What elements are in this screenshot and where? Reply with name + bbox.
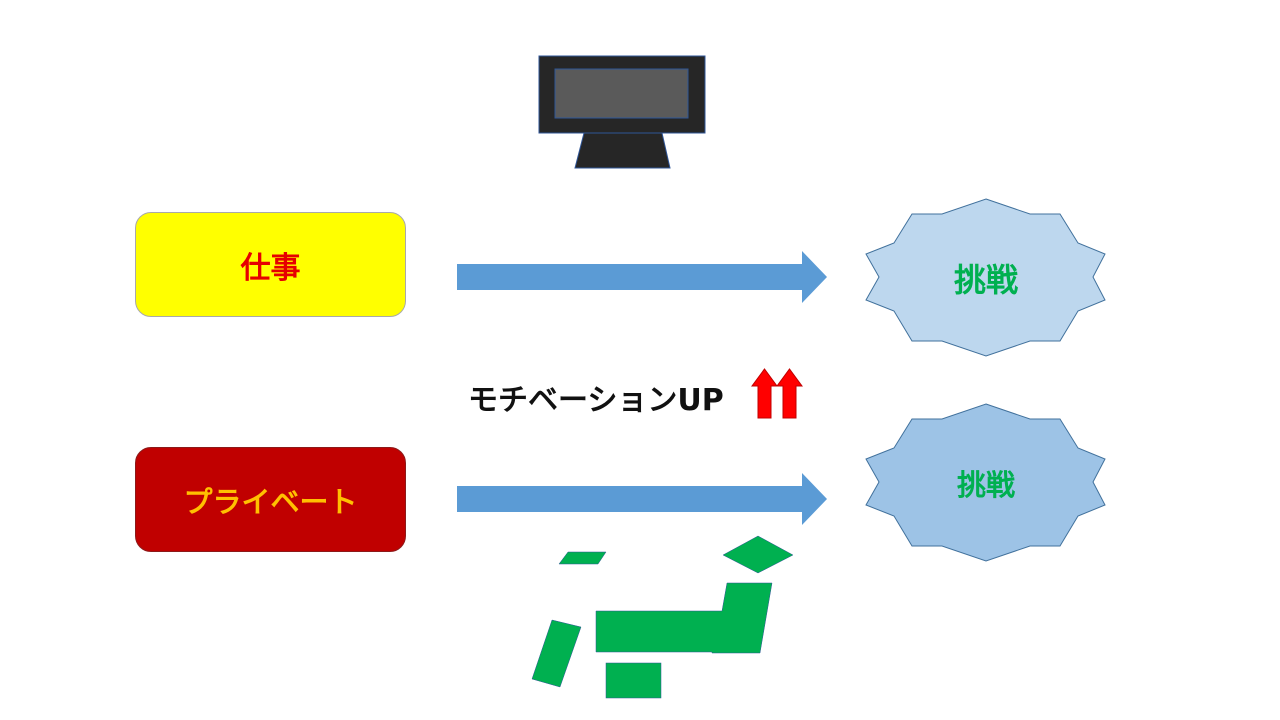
challenge-text-top: 挑戦 [953,260,1018,299]
challenge-label-top: 挑戦 [866,200,1106,355]
work-box: 仕事 [135,212,406,317]
work-label: 仕事 [240,250,301,286]
challenge-burst-top [865,198,1106,357]
challenge-text-bottom: 挑戦 [956,467,1015,502]
arrow-private-to-challenge [457,473,827,525]
motivation-up-text: モチベーションUP [468,383,724,418]
challenge-burst-bottom [865,403,1106,562]
arrow-work-to-challenge [457,251,827,303]
challenge-label-bottom: 挑戦 [866,405,1106,560]
private-label: プライベート [183,484,358,519]
private-box: プライベート [135,447,406,552]
